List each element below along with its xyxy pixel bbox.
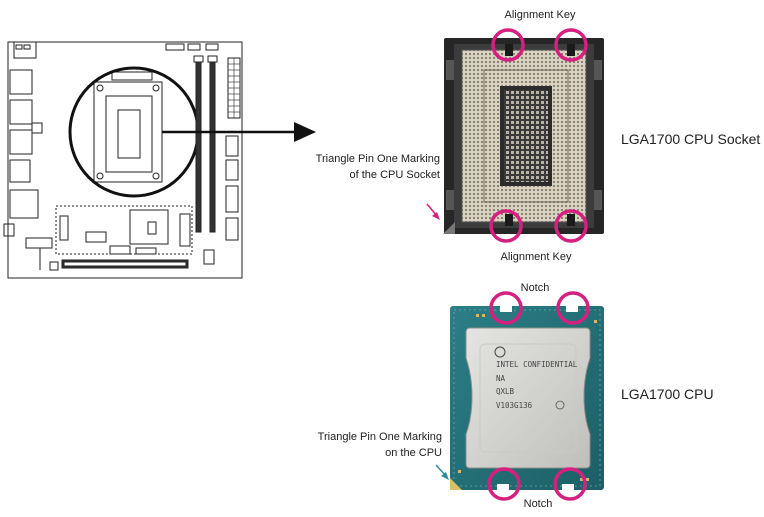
cpu-pin-one-label-2: on the CPU [385,447,442,459]
header [59,215,69,241]
io-port [9,159,31,183]
cpu-socket-core [117,109,141,159]
header [49,261,59,271]
io-port [9,99,33,125]
header [225,217,239,241]
cpu-socket-inner [105,95,153,173]
intel-logo-icon [494,346,506,358]
io-port [13,41,37,59]
cpu-marking-line: QXLB [496,387,515,396]
highlight-circle [554,28,588,62]
dimm-slot [209,55,216,233]
highlight-circle [554,209,588,243]
highlight-circle [489,209,523,243]
highlight-circle [487,467,521,501]
io-port [9,189,39,219]
highlight-circle [553,467,587,501]
highlight-circle [556,291,590,325]
highlight-circles-cpu [487,291,590,501]
pin-one-triangle-cpu [450,478,462,490]
motherboard-illustration [3,41,243,279]
fan-header [31,122,43,134]
highlight-circle [489,291,523,325]
header [187,43,201,51]
cpu-illustration [450,306,604,490]
header [225,185,239,213]
sata-port [225,159,239,181]
motherboard-outline [7,41,243,279]
header [135,247,157,255]
cpu-marking-line: NA [496,374,506,383]
e4-mark-icon [555,400,565,410]
notch-label-bottom: Notch [523,498,553,510]
header [25,237,53,249]
header [109,245,131,255]
dimm-slot [195,55,202,233]
highlight-circle [491,28,525,62]
ihs-lid [465,327,591,469]
header [179,213,191,247]
notch-label-top: Notch [520,282,550,294]
io-port [3,223,15,237]
alignment-key-label-bottom: Alignment Key [500,251,572,263]
pin-one-triangle [443,222,455,234]
header [165,43,185,51]
highlight-circles-socket [489,28,588,243]
pointer-arrow-icon [435,464,449,480]
cpu-title: LGA1700 CPU [621,386,714,402]
cpu-socket-illustration [443,38,604,234]
pointer-arrow-icon [426,203,440,220]
socket-pin-one-label-2: of the CPU Socket [349,169,441,181]
io-port [9,69,33,95]
socket-pin-one-label-1: Triangle Pin One Marking [315,153,440,165]
header [203,249,215,265]
arrow-icon [162,122,316,142]
cpu-marking-line: INTEL CONFIDENTIAL [496,360,578,369]
io-port [9,129,33,155]
header [205,43,219,51]
sata-port [225,135,239,157]
cpu-pin-one-label-1: Triangle Pin One Marking [317,431,442,443]
socket-title: LGA1700 CPU Socket [621,131,761,147]
cpu-marking-line: V103G136 [496,401,533,410]
chipset [129,209,169,245]
header [85,231,107,243]
alignment-key-label-top: Alignment Key [504,9,576,21]
